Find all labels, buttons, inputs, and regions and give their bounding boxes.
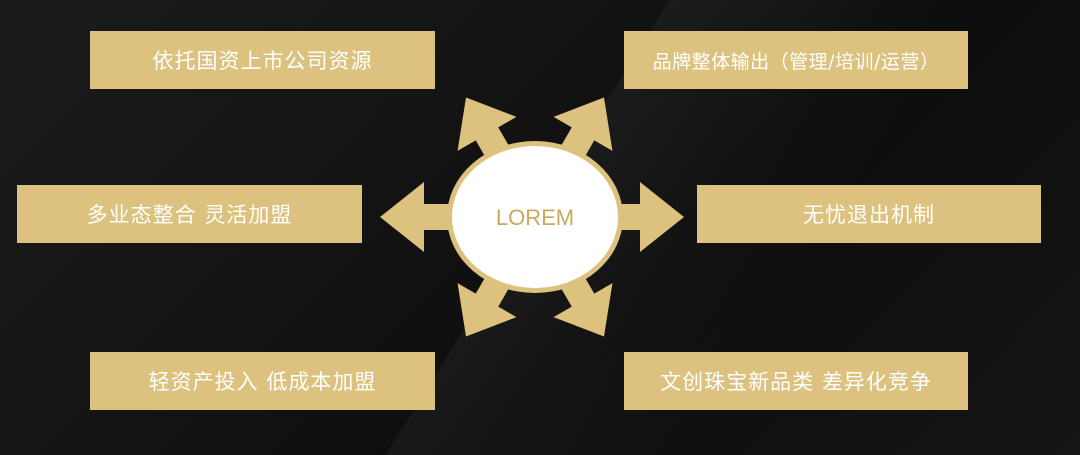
item-bottom-right: 文创珠宝新品类 差异化竞争: [624, 352, 968, 410]
center-label: LOREM: [495, 205, 575, 230]
item-middle-right: 无忧退出机制: [697, 185, 1041, 243]
item-middle-left: 多业态整合 灵活加盟: [17, 185, 362, 243]
center-circle-inner: [452, 146, 618, 288]
item-bottom-left: 轻资产投入 低成本加盟: [90, 352, 435, 410]
item-top-right: 品牌整体输出（管理/培训/运营）: [624, 31, 968, 89]
item-top-left: 依托国资上市公司资源: [90, 31, 435, 89]
